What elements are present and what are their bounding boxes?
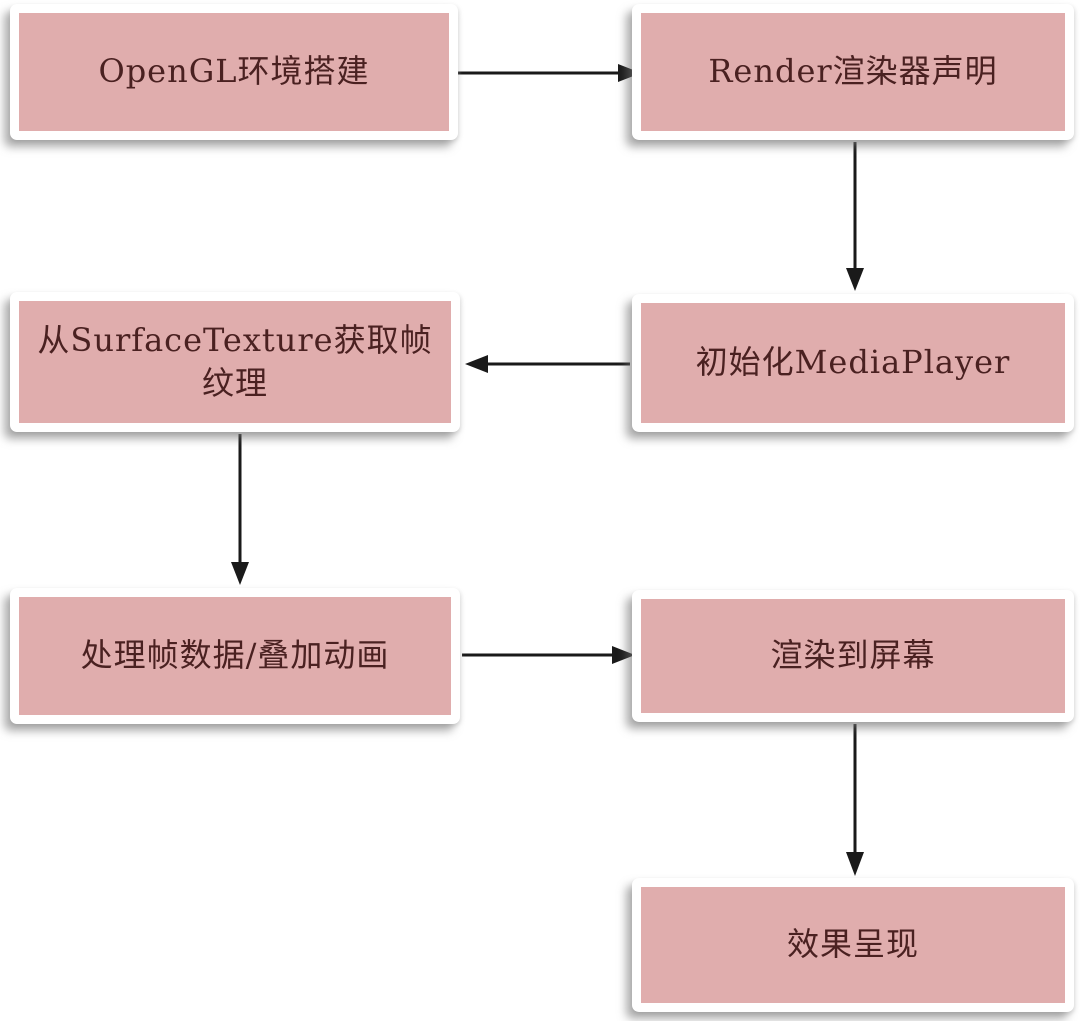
arrow-frameprocess-to-screen (462, 646, 635, 664)
arrow-surfacetexture-to-frameprocess (231, 434, 249, 585)
node-result-present: 效果呈现 (632, 878, 1074, 1012)
node-mediaplayer-init-label: 初始化MediaPlayer (695, 343, 1011, 382)
node-frame-process-label: 处理帧数据/叠加动画 (80, 636, 390, 675)
arrow-opengl-to-render (456, 64, 641, 82)
node-render-declare-label: Render渲染器声明 (708, 52, 998, 91)
arrow-mediaplayer-to-surfacetexture (465, 355, 630, 373)
node-surface-texture: 从SurfaceTexture获取帧 纹理 (10, 292, 460, 432)
node-render-to-screen-label: 渲染到屏幕 (770, 636, 936, 675)
node-render-to-screen: 渲染到屏幕 (632, 590, 1074, 722)
node-result-present-label: 效果呈现 (786, 925, 919, 964)
node-opengl-setup-label: OpenGL环境搭建 (98, 52, 370, 91)
node-frame-process: 处理帧数据/叠加动画 (10, 588, 460, 724)
node-surface-texture-label: 从SurfaceTexture获取帧 纹理 (37, 320, 433, 402)
node-opengl-setup: OpenGL环境搭建 (10, 4, 458, 140)
arrow-render-to-mediaplayer (846, 142, 864, 291)
node-render-declare: Render渲染器声明 (632, 4, 1074, 140)
arrow-screen-to-result (846, 724, 864, 876)
node-mediaplayer-init: 初始化MediaPlayer (632, 294, 1074, 432)
